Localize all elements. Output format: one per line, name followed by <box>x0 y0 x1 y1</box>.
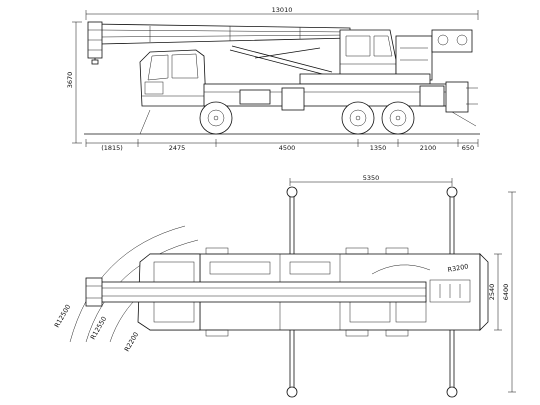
segment-dimensions: (1815) 2475 4500 1350 2100 650 <box>85 139 479 152</box>
chassis-frame <box>203 81 478 113</box>
segment-label: 2475 <box>169 144 186 152</box>
radius-label: R12500 <box>53 303 73 329</box>
overall-length-label: 13010 <box>272 6 293 14</box>
segment-label: 1350 <box>370 144 387 152</box>
outrigger-transverse-dimension: 6400 <box>502 191 516 393</box>
segment-label: 4500 <box>279 144 296 152</box>
rear-wheel-1 <box>341 101 375 135</box>
outrigger-rear-upper <box>446 186 458 254</box>
luffing-cylinder <box>229 45 333 77</box>
radius-label: R12550 <box>89 315 109 341</box>
outrigger-longitudinal-label: 5350 <box>363 174 380 182</box>
outrigger-transverse-label: 6400 <box>502 284 510 301</box>
outriggers <box>286 186 458 398</box>
rear-wheel-2 <box>381 101 415 135</box>
boom-plan <box>85 277 427 307</box>
plan-wheels <box>205 247 409 337</box>
overall-height-dimension: 3670 <box>66 21 82 144</box>
radius-label: R2200 <box>123 331 140 353</box>
wheels <box>199 101 415 135</box>
outrigger-front-lower <box>286 330 298 398</box>
vehicle-width-dimension: 2540 <box>488 253 502 331</box>
segment-label: 650 <box>462 144 474 152</box>
counterweight-radius: R3200 <box>371 262 469 275</box>
plan-view: 5350 6400 2540 R12500 R12550 R2200 <box>53 174 516 398</box>
vehicle-width-label: 2540 <box>488 284 496 301</box>
side-view: 13010 3670 <box>66 6 480 152</box>
overall-length-dimension: 13010 <box>85 6 479 20</box>
front-wheel <box>199 101 233 135</box>
overall-height-label: 3670 <box>66 72 74 89</box>
carrier-cab <box>139 49 207 107</box>
telescopic-boom <box>87 21 351 65</box>
segment-label: (1815) <box>101 144 123 152</box>
outrigger-rear-lower <box>446 330 458 398</box>
outrigger-front-upper <box>286 186 298 254</box>
outrigger-longitudinal-dimension: 5350 <box>289 174 453 186</box>
operator-cab <box>339 29 397 81</box>
counterweight-radius-label: R3200 <box>447 262 469 274</box>
segment-label: 2100 <box>420 144 437 152</box>
superstructure <box>299 29 473 85</box>
